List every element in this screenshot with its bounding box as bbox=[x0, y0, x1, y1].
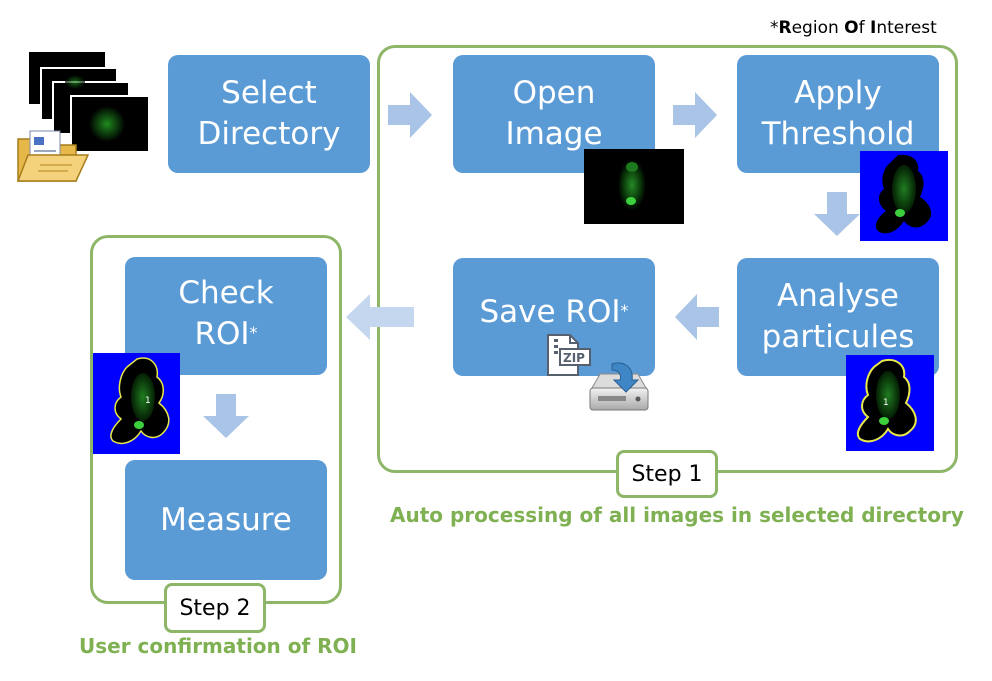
fluorescence-image-thumbnail bbox=[584, 149, 684, 224]
open-image-line2: Image bbox=[505, 116, 603, 152]
check-roi-line2-wrap: ROI* bbox=[178, 314, 273, 355]
zip-file-icon: ZIP bbox=[546, 333, 592, 377]
arrow-right-icon bbox=[388, 92, 432, 138]
open-image-line1: Open bbox=[512, 75, 596, 111]
arrow-left-icon bbox=[675, 294, 719, 340]
save-roi-label: Save ROI bbox=[479, 294, 621, 330]
threshold-image-thumbnail bbox=[860, 151, 948, 241]
check-roi-box: Check ROI* bbox=[125, 257, 327, 375]
image-stack-icon bbox=[15, 50, 155, 185]
arrow-down-icon bbox=[203, 394, 249, 438]
footnote-rest-r: egion bbox=[791, 18, 845, 38]
footnote-initial-o: O bbox=[844, 18, 859, 38]
footnote-asterisk: * bbox=[770, 18, 779, 38]
footnote-initial-r: R bbox=[778, 18, 792, 38]
step1-caption: Auto processing of all images in selecte… bbox=[390, 503, 964, 527]
check-roi-line1: Check bbox=[178, 275, 274, 311]
folder-icon bbox=[14, 125, 90, 185]
analyse-particules-line1: Analyse bbox=[776, 278, 900, 314]
step1-label: Step 1 bbox=[616, 450, 718, 498]
footnote-initial-i: I bbox=[870, 18, 877, 38]
save-roi-mark: * bbox=[620, 301, 629, 320]
arrow-down-icon bbox=[814, 192, 860, 236]
particles-image-thumbnail: 1 bbox=[846, 355, 934, 451]
check-roi-image-thumbnail: 1 bbox=[93, 353, 180, 454]
footnote-rest-o: f bbox=[858, 18, 870, 38]
select-directory-line1: Select bbox=[221, 75, 317, 111]
apply-threshold-line2: Threshold bbox=[761, 116, 915, 152]
check-roi-number: 1 bbox=[145, 396, 151, 406]
check-roi-mark: * bbox=[249, 323, 258, 342]
select-directory-box: Select Directory bbox=[168, 55, 370, 173]
zip-label: ZIP bbox=[563, 351, 585, 365]
step2-label-text: Step 2 bbox=[179, 595, 251, 621]
step2-caption: User confirmation of ROI bbox=[79, 634, 357, 658]
measure-label: Measure bbox=[160, 501, 292, 538]
roi-footnote: *Region Of Interest bbox=[770, 18, 937, 38]
apply-threshold-line1: Apply bbox=[794, 75, 882, 111]
step2-label: Step 2 bbox=[164, 583, 266, 633]
arrow-left-icon bbox=[346, 294, 414, 340]
analyse-particules-line2: particules bbox=[761, 319, 915, 355]
step1-label-text: Step 1 bbox=[631, 461, 703, 487]
hard-drive-icon bbox=[586, 362, 652, 414]
select-directory-line2: Directory bbox=[197, 116, 341, 152]
arrow-right-icon bbox=[673, 92, 717, 138]
footnote-rest-i: nterest bbox=[876, 18, 937, 38]
measure-box: Measure bbox=[125, 460, 327, 580]
particles-roi-number: 1 bbox=[883, 398, 889, 408]
check-roi-line2: ROI bbox=[194, 316, 250, 352]
